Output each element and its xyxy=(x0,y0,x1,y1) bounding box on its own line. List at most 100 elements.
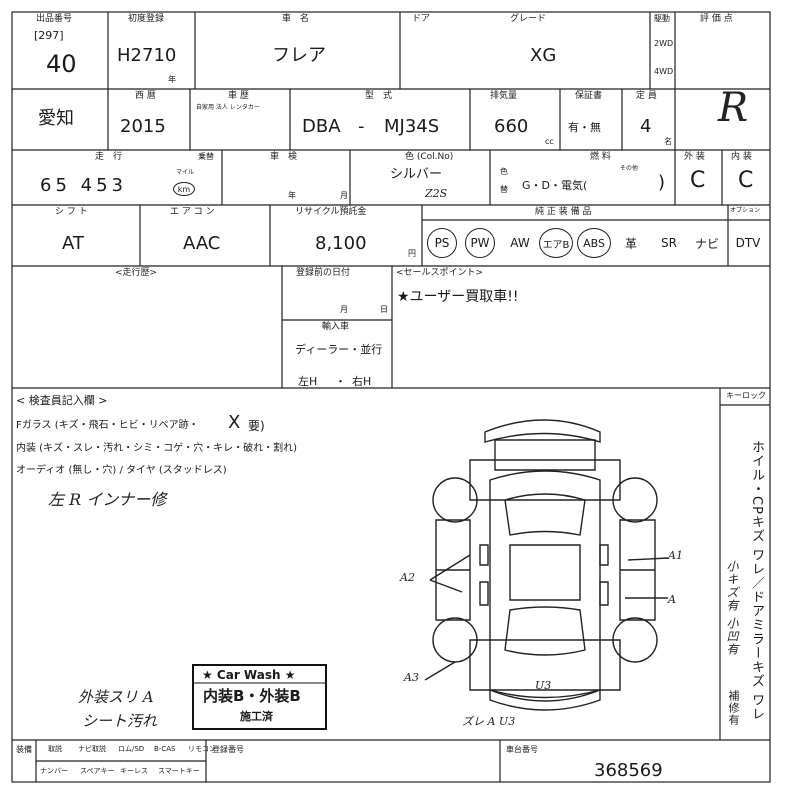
lot-bracket: [297] xyxy=(34,29,64,42)
footer-smart-key: スマートキー xyxy=(158,767,200,775)
color-code: Z2S xyxy=(425,187,448,200)
first-reg-label: 初度登録 xyxy=(128,14,165,24)
footer-rom-sd: ロム/SD xyxy=(118,745,145,753)
inspection-month-unit: 月 xyxy=(340,191,348,200)
fuel-close: ) xyxy=(658,172,666,193)
fuel-label: 燃 料 xyxy=(590,152,611,162)
inspector-handwritten-note: 左 R インナー修 xyxy=(48,490,167,509)
year-label: 西 暦 xyxy=(135,91,156,101)
exterior-grade: C xyxy=(690,168,706,193)
drive-4wd: 4WD xyxy=(654,67,674,76)
dealer-type: ディーラー・並行 xyxy=(295,343,383,356)
lot-label: 出品番号 xyxy=(36,14,73,24)
recycle: 8,100 xyxy=(315,233,367,254)
equip-ps: PS xyxy=(427,228,457,258)
equipment-label: 純 正 装 備 品 xyxy=(535,207,592,217)
footer-navi-manual: ナビ取説 xyxy=(78,745,106,753)
mark-bumper: ズレ A U3 xyxy=(462,715,516,728)
year-suffix: 年 xyxy=(168,75,176,84)
year: 2015 xyxy=(120,116,166,137)
equip-airbag: エアB xyxy=(539,228,573,258)
chassis-label: 車台番号 xyxy=(506,745,538,754)
import-label: 輸入車 xyxy=(322,322,350,332)
footer-spare-key: スペアキー xyxy=(80,767,115,775)
warranty-label: 保証書 xyxy=(575,91,603,101)
interior-label: 内 装 xyxy=(731,152,752,162)
equip-dtv: DTV xyxy=(735,236,761,250)
footer-remote: リモコン xyxy=(188,745,216,753)
glass-x-mark: X xyxy=(228,412,241,433)
score: R xyxy=(718,85,749,131)
handwriting-line2: シート汚れ xyxy=(82,712,158,730)
equip-pw: PW xyxy=(465,228,495,258)
car-name-label: 車 名 xyxy=(282,14,310,24)
mileage-unit-alt: マイル xyxy=(176,169,195,176)
region: 愛知 xyxy=(38,108,74,129)
fuel-options: G・D・電気( xyxy=(522,179,588,192)
footer-keyless: キーレス xyxy=(120,767,148,775)
right-note-1: ホイル・CPキズ ワレ／ドアミラーキズ ワレ xyxy=(749,440,764,722)
regdate-month: 月 xyxy=(340,305,348,314)
mileage-unit: km xyxy=(173,182,195,196)
capacity-unit: 名 xyxy=(664,137,672,146)
inspector-title: < 検査員記入欄 > xyxy=(16,394,108,407)
reg-number-label: 登録番号 xyxy=(212,745,244,754)
chassis-number: 368569 xyxy=(594,760,663,781)
color-name: シルバー xyxy=(390,167,443,182)
sales-point: ★ユーザー買取車!! xyxy=(397,289,519,305)
grade: XG xyxy=(530,45,557,66)
displacement: 660 xyxy=(494,116,529,137)
first-reg-value: H2710 xyxy=(117,45,177,66)
exterior-label: 外 装 xyxy=(684,152,705,162)
car-name: フレア xyxy=(272,45,326,66)
inspection-label: 車 検 xyxy=(270,152,298,162)
color-change-a: 色 xyxy=(500,167,508,176)
capacity: 4 xyxy=(640,116,652,137)
steering-right: 右H xyxy=(352,375,372,388)
mark-a2: A2 xyxy=(400,571,415,584)
history-label: <走行歴> xyxy=(115,268,158,278)
keylock-label: キーロック xyxy=(726,391,766,400)
color-label: 色 (Col.No) xyxy=(405,152,454,162)
door-label: ドア xyxy=(412,14,431,24)
footer-plate: ナンバー xyxy=(40,767,68,775)
equip-navi: ナビ xyxy=(694,236,719,251)
inspection-year-unit: 年 xyxy=(288,191,296,200)
interior-grade: C xyxy=(738,168,754,193)
regdate-day: 日 xyxy=(380,305,388,314)
glass-note: Fガラス (キズ・飛石・ヒビ・リペア跡・ xyxy=(16,420,199,431)
yen-unit: 円 xyxy=(408,249,416,258)
equip-footer-label: 装備 xyxy=(16,745,32,754)
mark-a1: A1 xyxy=(668,549,683,562)
equip-abs: ABS xyxy=(577,228,611,258)
model-label: 型 式 xyxy=(365,91,393,101)
ac: AAC xyxy=(183,233,221,254)
carwash-done: 施工済 xyxy=(240,710,273,723)
recycle-label: リサイクル預託金 xyxy=(295,207,367,217)
mark-a3: A3 xyxy=(404,671,419,684)
model-dash: - xyxy=(358,116,365,137)
mark-a-right: A xyxy=(668,593,676,606)
vehicle-label: 車 歴 xyxy=(228,91,249,101)
drive-label: 駆動 xyxy=(654,14,670,23)
equip-aw: AW xyxy=(510,236,530,250)
carwash-title: ★ Car Wash ★ xyxy=(202,668,296,682)
score-label: 評 価 点 xyxy=(700,14,733,24)
lot-number: 40 xyxy=(46,50,77,78)
car-diagram xyxy=(424,419,669,711)
glass-need: 要) xyxy=(248,419,265,433)
shift-label: シ フ ト xyxy=(55,207,88,217)
steering-sep: ・ xyxy=(335,375,346,388)
interior-note: 内装 (キズ・スレ・汚れ・シミ・コゲ・穴・キレ・破れ・割れ) xyxy=(16,443,297,454)
displacement-label: 排気量 xyxy=(490,91,518,101)
ac-label: エ ア コ ン xyxy=(170,207,215,217)
carwash-body: 内装B・外装B xyxy=(203,687,301,705)
warranty-value: 有・無 xyxy=(568,121,601,134)
mark-u3: U3 xyxy=(535,679,552,692)
cc-unit: cc xyxy=(545,137,554,146)
footer-bcas: B-CAS xyxy=(154,745,176,753)
mileage: 65 453 xyxy=(40,175,127,196)
handwriting-line1: 外装スリ A xyxy=(78,688,154,706)
